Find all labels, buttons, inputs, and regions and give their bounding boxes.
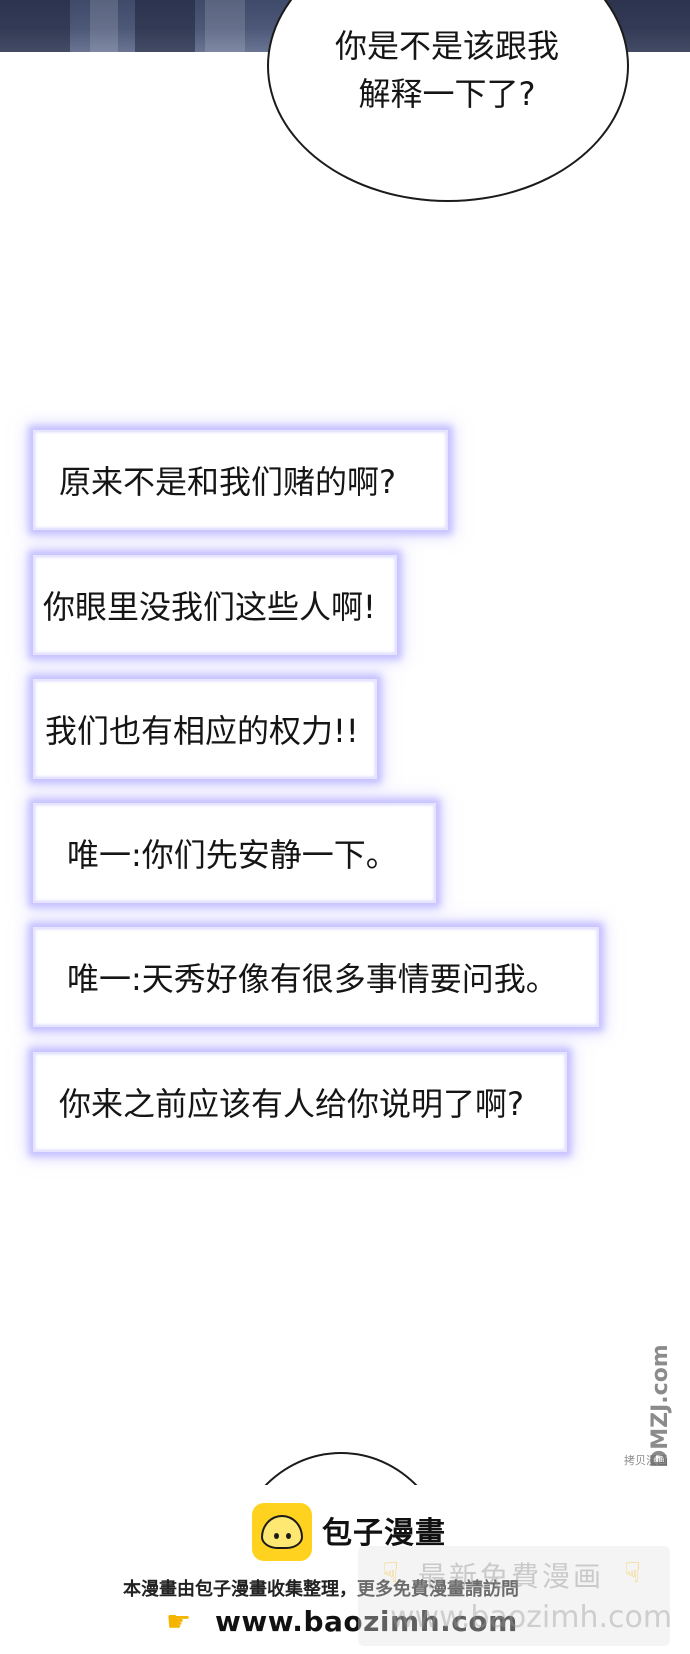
footer-url-link[interactable]: www.baozimh.com <box>215 1605 518 1638</box>
baozi-bun-icon[interactable] <box>252 1503 312 1561</box>
footer-promo-panel <box>0 1485 690 1654</box>
chat-message: 你来之前应该有人给你说明了啊? <box>33 1052 567 1152</box>
chat-message-text: 唯一:天秀好像有很多事情要问我。 <box>67 960 558 998</box>
chat-message-text: 你眼里没我们这些人啊! <box>43 588 376 626</box>
chat-message: 你眼里没我们这些人啊! <box>33 555 397 655</box>
pointing-hand-icon: ☛ <box>166 1605 192 1638</box>
speech-bubble-text: 你是不是该跟我 解释一下了? <box>282 22 612 118</box>
speech-line: 你是不是该跟我 <box>334 27 559 65</box>
chat-message: 原来不是和我们赌的啊? <box>33 430 448 530</box>
chat-message: 我们也有相应的权力!! <box>33 679 377 779</box>
bun-eye-right <box>286 1533 291 1539</box>
overlay-watermark <box>358 1546 670 1646</box>
chat-message-text: 我们也有相应的权力!! <box>45 712 359 750</box>
watermark-line-1: 最新免費漫画 <box>418 1560 605 1593</box>
side-watermark-small: 拷贝漫画 <box>624 1454 668 1467</box>
watermark-hand-icon: ☟ <box>624 1556 642 1589</box>
chat-message-text: 原来不是和我们赌的啊? <box>59 463 396 501</box>
chat-message: 唯一:天秀好像有很多事情要问我。 <box>33 927 599 1027</box>
chat-message-text: 你来之前应该有人给你说明了啊? <box>59 1085 524 1123</box>
watermark-line-2: www.baozimh.com <box>390 1600 673 1635</box>
bun-shape <box>261 1515 303 1549</box>
chat-message: 唯一:你们先安静一下。 <box>33 803 436 903</box>
bun-eye-left <box>274 1533 279 1539</box>
footer-logo-name[interactable]: 包子漫畫 <box>322 1516 446 1551</box>
chat-message-text: 唯一:你们先安静一下。 <box>67 836 398 874</box>
watermark-hand-icon: ☟ <box>382 1556 400 1589</box>
speech-line: 解释一下了? <box>358 75 536 113</box>
footer-note: 本漫畫由包子漫畫收集整理，更多免費漫畫請訪問 <box>123 1579 519 1600</box>
